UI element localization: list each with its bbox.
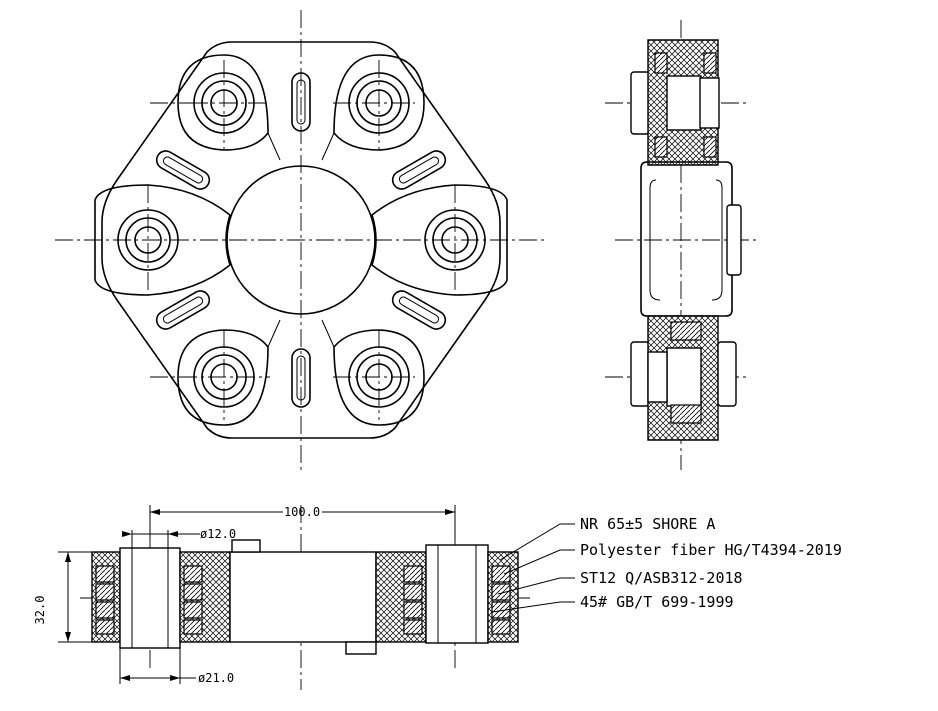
material-leaders (491, 523, 575, 613)
left-bushing (119, 547, 181, 649)
lobe-bottom-right (333, 329, 425, 426)
side-section-bottom (630, 315, 737, 441)
front-view (55, 10, 545, 470)
slot-lower-left (155, 290, 211, 330)
lobe-left (94, 184, 231, 296)
slot-bottom (291, 348, 311, 408)
side-section-top (630, 39, 720, 166)
dim-thickness-label: 32.0 (33, 596, 47, 625)
slot-top (291, 72, 311, 132)
slot-lower-right (391, 290, 447, 330)
lobe-bottom-left (177, 329, 269, 426)
central-hub (226, 165, 376, 315)
bushing-right (424, 209, 486, 271)
section-view: 100.0 ø12.0 ø21.0 32.0 (33, 505, 842, 690)
lobe-right (371, 184, 508, 296)
bushing-top-left (193, 72, 255, 134)
dim-bushing-diameter: ø21.0 (119, 648, 234, 685)
slot-upper-right (391, 150, 447, 190)
bushing-bottom-right (348, 346, 410, 408)
bushing-left (117, 209, 179, 271)
material-steel-plate: ST12 Q/ASB312-2018 (580, 569, 743, 587)
material-rubber: NR 65±5 SHORE A (580, 515, 715, 533)
side-web-middle (640, 161, 742, 317)
dim-length: 100.0 (149, 505, 456, 540)
dim-hole-diameter-label: ø12.0 (200, 527, 236, 541)
lobe-top-left (177, 54, 269, 151)
dim-hole-diameter: ø12.0 (122, 527, 236, 548)
material-fiber: Polyester fiber HG/T4394-2019 (580, 541, 842, 559)
dim-length-label: 100.0 (284, 505, 320, 519)
dim-thickness: 32.0 (33, 551, 92, 643)
dim-bushing-diameter-label: ø21.0 (198, 671, 234, 685)
right-bushing (425, 544, 489, 644)
bushing-bottom-left (193, 346, 255, 408)
side-view (605, 20, 760, 470)
bushing-top-right (348, 72, 410, 134)
lobe-top-right (333, 54, 425, 151)
material-bushing-steel: 45# GB/T 699-1999 (580, 593, 734, 611)
slot-upper-left (155, 150, 211, 190)
